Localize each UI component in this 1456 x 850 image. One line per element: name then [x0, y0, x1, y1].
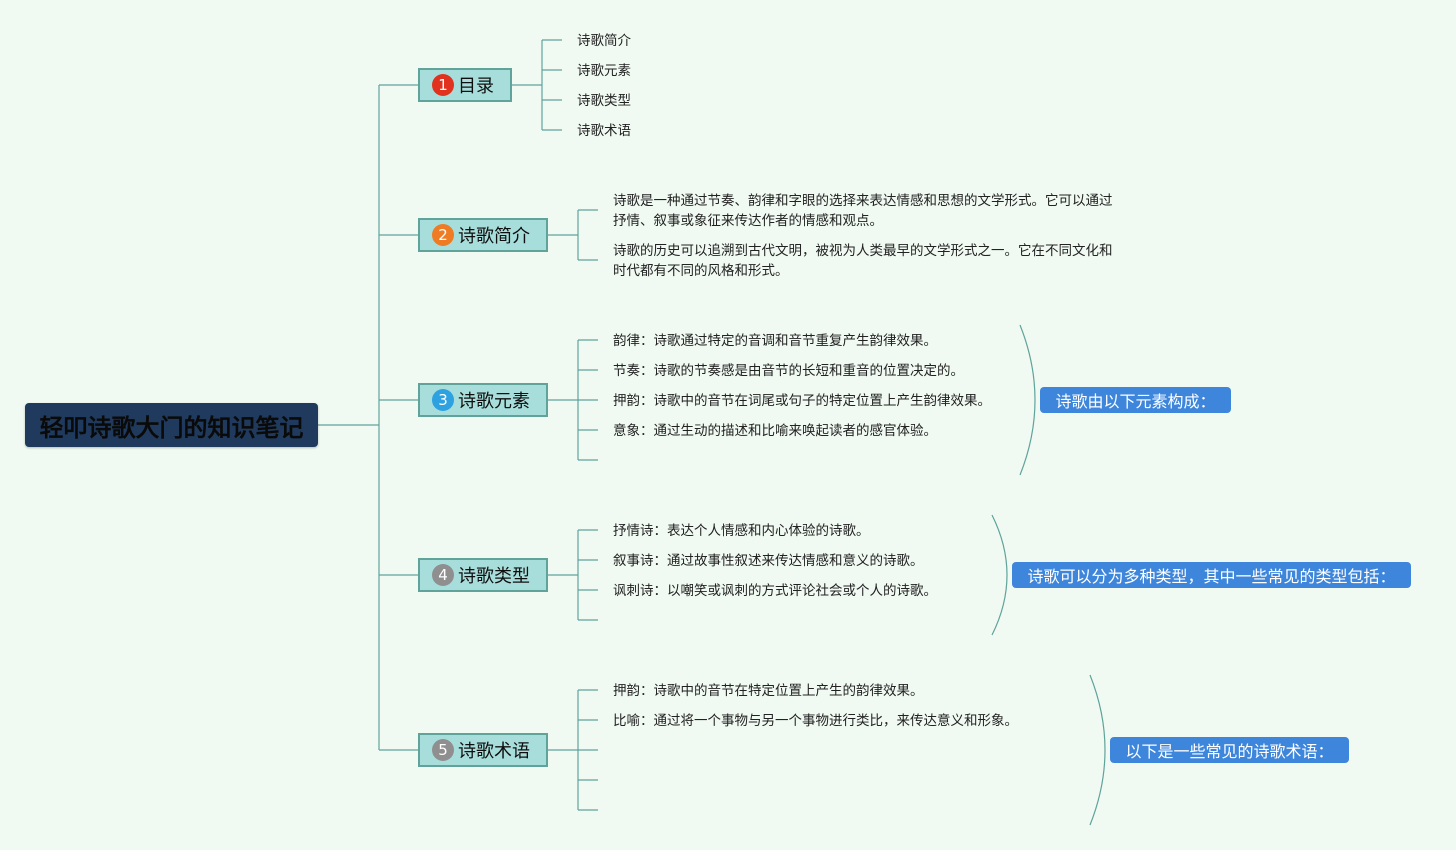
- leaf-item[interactable]: 诗歌是一种通过节奏、韵律和字眼的选择来表达情感和思想的文学形式。它可以通过抒情、…: [613, 193, 1113, 229]
- leaf-item[interactable]: 节奏：诗歌的节奏感是由音节的长短和重音的位置决定的。: [613, 363, 964, 379]
- leaf-item[interactable]: 抒情诗：表达个人情感和内心体验的诗歌。: [613, 523, 870, 539]
- number-4-badge-icon: 4: [432, 564, 454, 586]
- number-1-badge-icon: 1: [432, 74, 454, 96]
- summary-label[interactable]: 诗歌可以分为多种类型，其中一些常见的类型包括：: [1012, 562, 1411, 588]
- leaf-item[interactable]: 诗歌简介: [577, 33, 631, 49]
- branch-contents[interactable]: 1 目录: [418, 68, 512, 102]
- root-title: 轻叩诗歌大门的知识笔记: [39, 413, 304, 442]
- leaf-item[interactable]: 押韵：诗歌中的音节在特定位置上产生的韵律效果。: [613, 683, 924, 699]
- branch-introduction[interactable]: 2 诗歌简介: [418, 218, 548, 252]
- branch-label: 诗歌类型: [458, 566, 530, 587]
- branch-label: 诗歌元素: [458, 391, 530, 412]
- branch-elements[interactable]: 3 诗歌元素: [418, 383, 548, 417]
- branch-label: 诗歌术语: [458, 741, 530, 762]
- leaf-item[interactable]: 押韵：诗歌中的音节在词尾或句子的特定位置上产生韵律效果。: [613, 393, 991, 409]
- branch-label: 目录: [458, 76, 494, 97]
- root-topic[interactable]: 轻叩诗歌大门的知识笔记: [25, 403, 318, 447]
- branch-terms[interactable]: 5 诗歌术语: [418, 733, 548, 767]
- branch-label: 诗歌简介: [458, 226, 530, 247]
- number-3-badge-icon: 3: [432, 389, 454, 411]
- leaf-item[interactable]: 讽刺诗：以嘲笑或讽刺的方式评论社会或个人的诗歌。: [613, 583, 937, 599]
- leaf-item[interactable]: 比喻：通过将一个事物与另一个事物进行类比，来传达意义和形象。: [613, 713, 1018, 729]
- leaf-item[interactable]: 意象：通过生动的描述和比喻来唤起读者的感官体验。: [613, 423, 937, 439]
- branch-types[interactable]: 4 诗歌类型: [418, 558, 548, 592]
- leaf-item[interactable]: 诗歌类型: [577, 93, 631, 109]
- summary-brace: [1019, 324, 1036, 476]
- summary-label[interactable]: 以下是一些常见的诗歌术语：: [1110, 737, 1349, 763]
- leaf-item[interactable]: 韵律：诗歌通过特定的音调和音节重复产生韵律效果。: [613, 333, 937, 349]
- number-2-badge-icon: 2: [432, 224, 454, 246]
- number-5-badge-icon: 5: [432, 739, 454, 761]
- leaf-item[interactable]: 诗歌元素: [577, 63, 631, 79]
- leaf-item[interactable]: 诗歌术语: [577, 123, 631, 139]
- summary-brace: [991, 514, 1008, 636]
- summary-label[interactable]: 诗歌由以下元素构成：: [1040, 387, 1231, 413]
- leaf-item[interactable]: 叙事诗：通过故事性叙述来传达情感和意义的诗歌。: [613, 553, 924, 569]
- leaf-item[interactable]: 诗歌的历史可以追溯到古代文明，被视为人类最早的文学形式之一。它在不同文化和时代都…: [613, 243, 1113, 279]
- summary-brace: [1089, 674, 1106, 826]
